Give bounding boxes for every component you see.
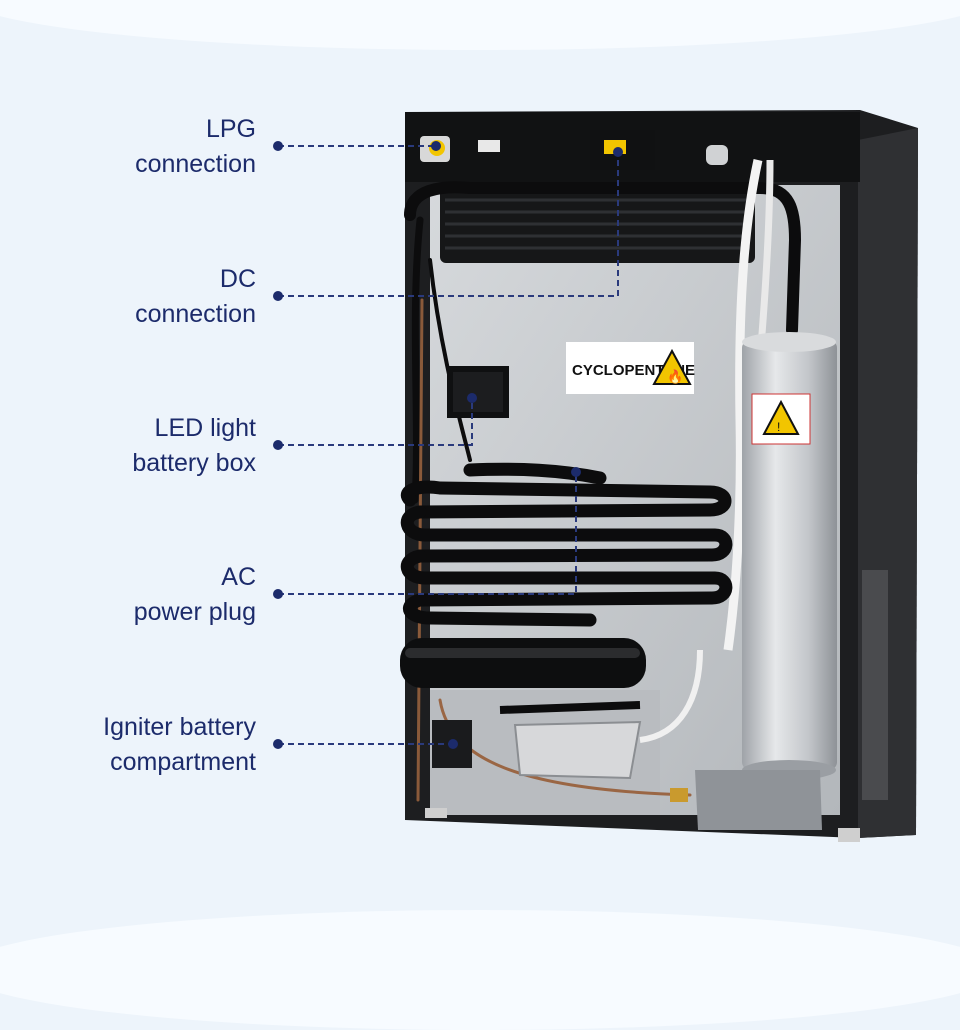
- white-cable: [723, 159, 763, 651]
- burner-housing: [670, 770, 822, 830]
- svg-text:!: !: [777, 420, 780, 434]
- leader-dots: [273, 141, 623, 749]
- foot-right: [838, 828, 860, 842]
- foot-left: [425, 808, 447, 818]
- label-led-line2: battery box: [132, 449, 256, 477]
- label-dc-line2: connection: [135, 300, 256, 328]
- small-terminal: [478, 140, 500, 152]
- label-lpg-line2: connection: [135, 150, 256, 178]
- label-ac-power-plug: AC power plug: [16, 560, 256, 630]
- boiler-tube: [400, 638, 646, 688]
- label-ac-line1: AC: [221, 563, 256, 591]
- svg-text:🔥: 🔥: [667, 369, 683, 384]
- label-led-line1: LED light: [154, 414, 256, 442]
- label-lpg-line1: LPG: [205, 115, 256, 143]
- leader-dc: [278, 152, 619, 297]
- label-led-battery-box: LED light battery box: [16, 411, 256, 481]
- leader-led: [278, 398, 473, 446]
- insulated-cylinder: !: [742, 332, 837, 780]
- label-lpg-connection: LPG connection: [16, 112, 256, 182]
- flammable-warning-icon: 🔥: [652, 348, 692, 385]
- side-vent: [862, 570, 888, 800]
- leader-lines: [278, 145, 619, 745]
- refrigerator-back-view: CYCLOPENTANE 🔥 !: [273, 110, 918, 842]
- label-igniter-line1: Igniter battery: [103, 713, 256, 741]
- label-ac-line2: power plug: [133, 598, 256, 626]
- condenser: [404, 181, 802, 336]
- cable-grommet: [706, 145, 728, 165]
- drip-tray: [513, 720, 642, 780]
- hazard-warning-icon: !: [762, 399, 800, 435]
- label-igniter-line2: compartment: [110, 748, 256, 776]
- label-igniter-battery: Igniter battery compartment: [16, 710, 256, 780]
- label-dc-line1: DC: [219, 265, 256, 293]
- label-dc-connection: DC connection: [16, 262, 256, 332]
- cyclopentane-label: CYCLOPENTANE 🔥: [566, 342, 695, 394]
- cooling-coils: [401, 462, 733, 627]
